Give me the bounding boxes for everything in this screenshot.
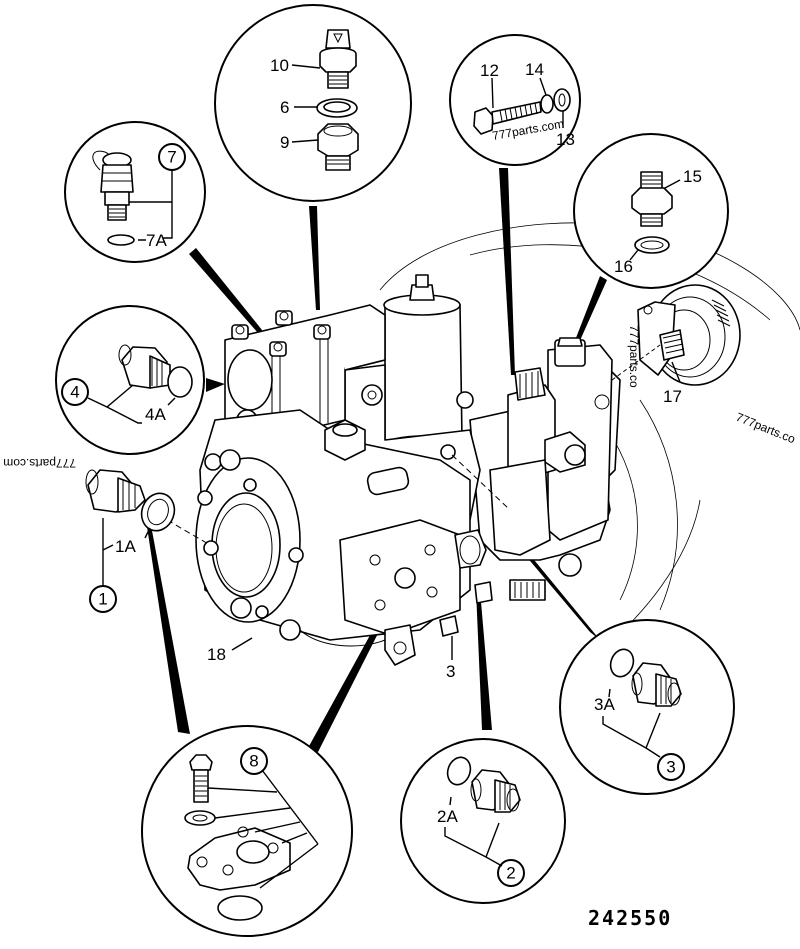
label-7: 7 <box>167 148 176 167</box>
label-4a: 4A <box>145 405 166 424</box>
label-13: 13 <box>556 130 575 149</box>
label-15: 15 <box>683 167 702 186</box>
watermark-right: 777parts.co <box>734 410 798 447</box>
label-2: 2 <box>506 864 515 883</box>
label-1: 1 <box>98 590 107 609</box>
label-14: 14 <box>525 60 544 79</box>
watermark-left: 777parts.com <box>3 456 76 470</box>
label-12: 12 <box>480 61 499 80</box>
callout-left: 4 4A <box>55 305 205 455</box>
label-3: 3 <box>666 758 675 777</box>
callout-upper-left: 7 7A <box>64 121 206 263</box>
callout-top: 10 6 9 <box>214 4 412 202</box>
callout-upper-right: 15 16 <box>573 133 729 289</box>
label-10: 10 <box>270 56 289 75</box>
callout-bottom-left: 8 <box>141 725 353 937</box>
leader-18 <box>231 637 253 651</box>
label-2a: 2A <box>437 807 458 826</box>
callout-bottom-right: 3A 3 <box>559 619 735 795</box>
pump-assembly <box>195 274 621 666</box>
label-9: 9 <box>280 133 289 152</box>
label-3-free: 3 <box>446 662 455 681</box>
label-3a: 3A <box>594 695 615 714</box>
label-6: 6 <box>280 98 289 117</box>
leader-17 <box>671 361 681 383</box>
free-part-1: 1 1A 777parts.com <box>3 456 176 613</box>
label-7a: 7A <box>146 231 167 250</box>
drawing-number: 242550 <box>588 906 672 930</box>
label-18: 18 <box>207 645 226 664</box>
label-8: 8 <box>249 752 258 771</box>
watermark-vertical: 777parts.co <box>627 325 641 388</box>
callout-bolt: 12 14 13 777parts.com <box>449 34 581 166</box>
callout-bottom-center: 2A 2 <box>400 738 566 904</box>
coupling-part-17 <box>611 284 741 386</box>
label-1a: 1A <box>115 537 136 556</box>
label-17: 17 <box>663 387 682 406</box>
label-16: 16 <box>614 257 633 276</box>
label-4: 4 <box>70 383 79 402</box>
